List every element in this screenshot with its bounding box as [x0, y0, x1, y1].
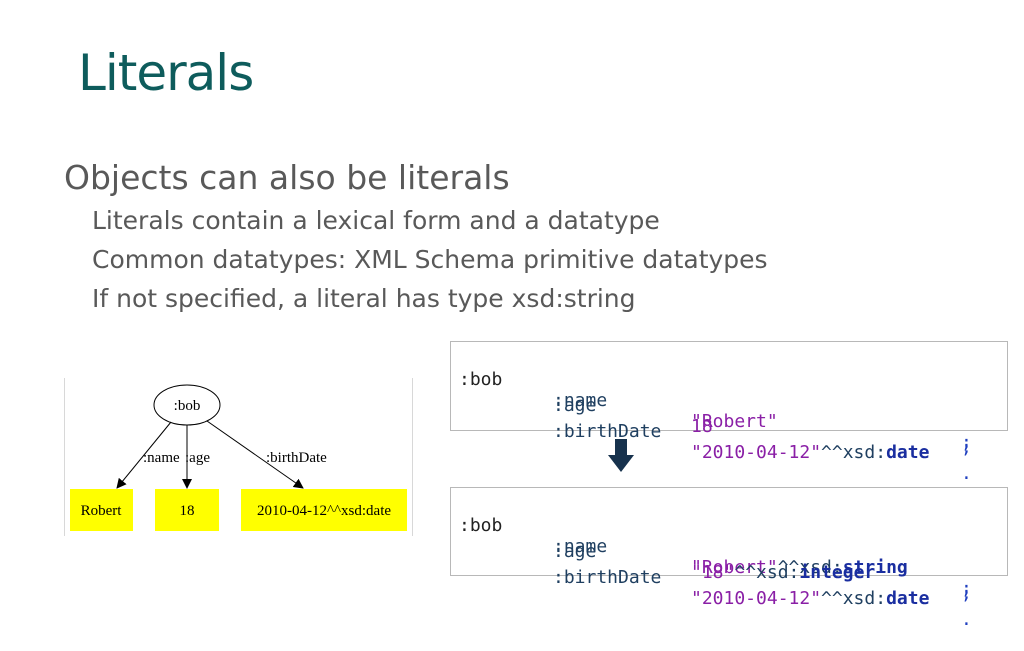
object-node-age [155, 489, 219, 531]
code-lexical-form: "2010-04-12" [691, 442, 822, 463]
object-node-birthdate-label: 2010-04-12^^xsd:date [257, 503, 391, 519]
down-arrow-icon [608, 439, 634, 472]
code-line: :bob :name "Robert"^^xsd:string ; [451, 494, 1007, 599]
code-object: "2010-04-12"^^xsd:date [691, 588, 929, 609]
code-type-prefix: ^^xsd: [734, 562, 800, 583]
code-object: 18 [691, 416, 713, 437]
code-lexical-form: "2010-04-12" [691, 588, 822, 609]
code-datatype: date [886, 588, 930, 609]
code-separator: ; [961, 432, 972, 453]
code-object: "Robert"^^xsd:string [691, 557, 908, 578]
code-line: :birthDate "2010-04-12"^^xsd:date . [451, 546, 1007, 630]
code-subject: :bob [459, 515, 503, 536]
edge-name [116, 421, 172, 489]
code-object: "Robert" [691, 411, 778, 432]
code-predicate: :age [553, 541, 597, 562]
code-type-prefix: ^^xsd: [777, 557, 843, 578]
code-predicate: :birthDate [553, 421, 662, 442]
edge-label-age: :age [185, 450, 210, 466]
code-separator: ; [961, 578, 972, 599]
object-node-age-label: 18 [180, 503, 195, 519]
code-predicate: :name [553, 390, 608, 411]
code-datatype: string [842, 557, 908, 578]
code-datatype: integer [799, 562, 876, 583]
main-bullet: Objects can also be literals [64, 158, 510, 197]
edge-label-birthdate: :birthDate [266, 450, 327, 466]
code-separator: ; [961, 583, 972, 604]
code-line: :birthDate "2010-04-12"^^xsd:date . [451, 400, 1007, 484]
code-datatype: date [886, 442, 930, 463]
code-predicate: :name [553, 536, 608, 557]
code-lexical-form: "Robert" [691, 557, 778, 578]
code-object: "18"^^xsd:integer [691, 562, 875, 583]
object-node-robert-label: Robert [81, 503, 123, 519]
code-predicate: :age [553, 395, 597, 416]
slide-title: Literals [78, 44, 254, 102]
code-line: :bob :name "Robert" ; [451, 348, 1007, 453]
code-subject: :bob [459, 369, 503, 390]
rdf-graph-diagram: :bob :name :age :birthDate Robert 18 201… [64, 378, 413, 536]
object-node-robert [70, 489, 133, 531]
code-line: :age "18"^^xsd:integer ; [451, 520, 1007, 604]
edge-label-name: :name [143, 450, 180, 466]
code-separator: ; [961, 437, 972, 458]
code-type-prefix: ^^xsd: [821, 588, 887, 609]
sub-bullet-2: Common datatypes: XML Schema primitive d… [92, 245, 768, 274]
sub-bullet-3: If not specified, a literal has type xsd… [92, 284, 636, 313]
subject-node-label: :bob [174, 398, 201, 414]
code-line: :age 18 ; [451, 374, 1007, 458]
sub-bullet-1: Literals contain a lexical form and a da… [92, 206, 660, 235]
code-separator: . [961, 463, 972, 484]
code-lexical-form: "18" [691, 562, 735, 583]
edge-birthdate [206, 420, 304, 489]
code-predicate: :birthDate [553, 567, 662, 588]
code-type-prefix: ^^xsd: [821, 442, 887, 463]
turtle-code-typed: :bob :name "Robert"^^xsd:string ; :age "… [450, 487, 1008, 630]
object-node-birthdate [241, 489, 407, 531]
code-separator: . [961, 609, 972, 630]
code-object: "2010-04-12"^^xsd:date [691, 442, 929, 463]
turtle-code-untyped: :bob :name "Robert" ; :age 18 ; :birthDa… [450, 341, 1008, 484]
